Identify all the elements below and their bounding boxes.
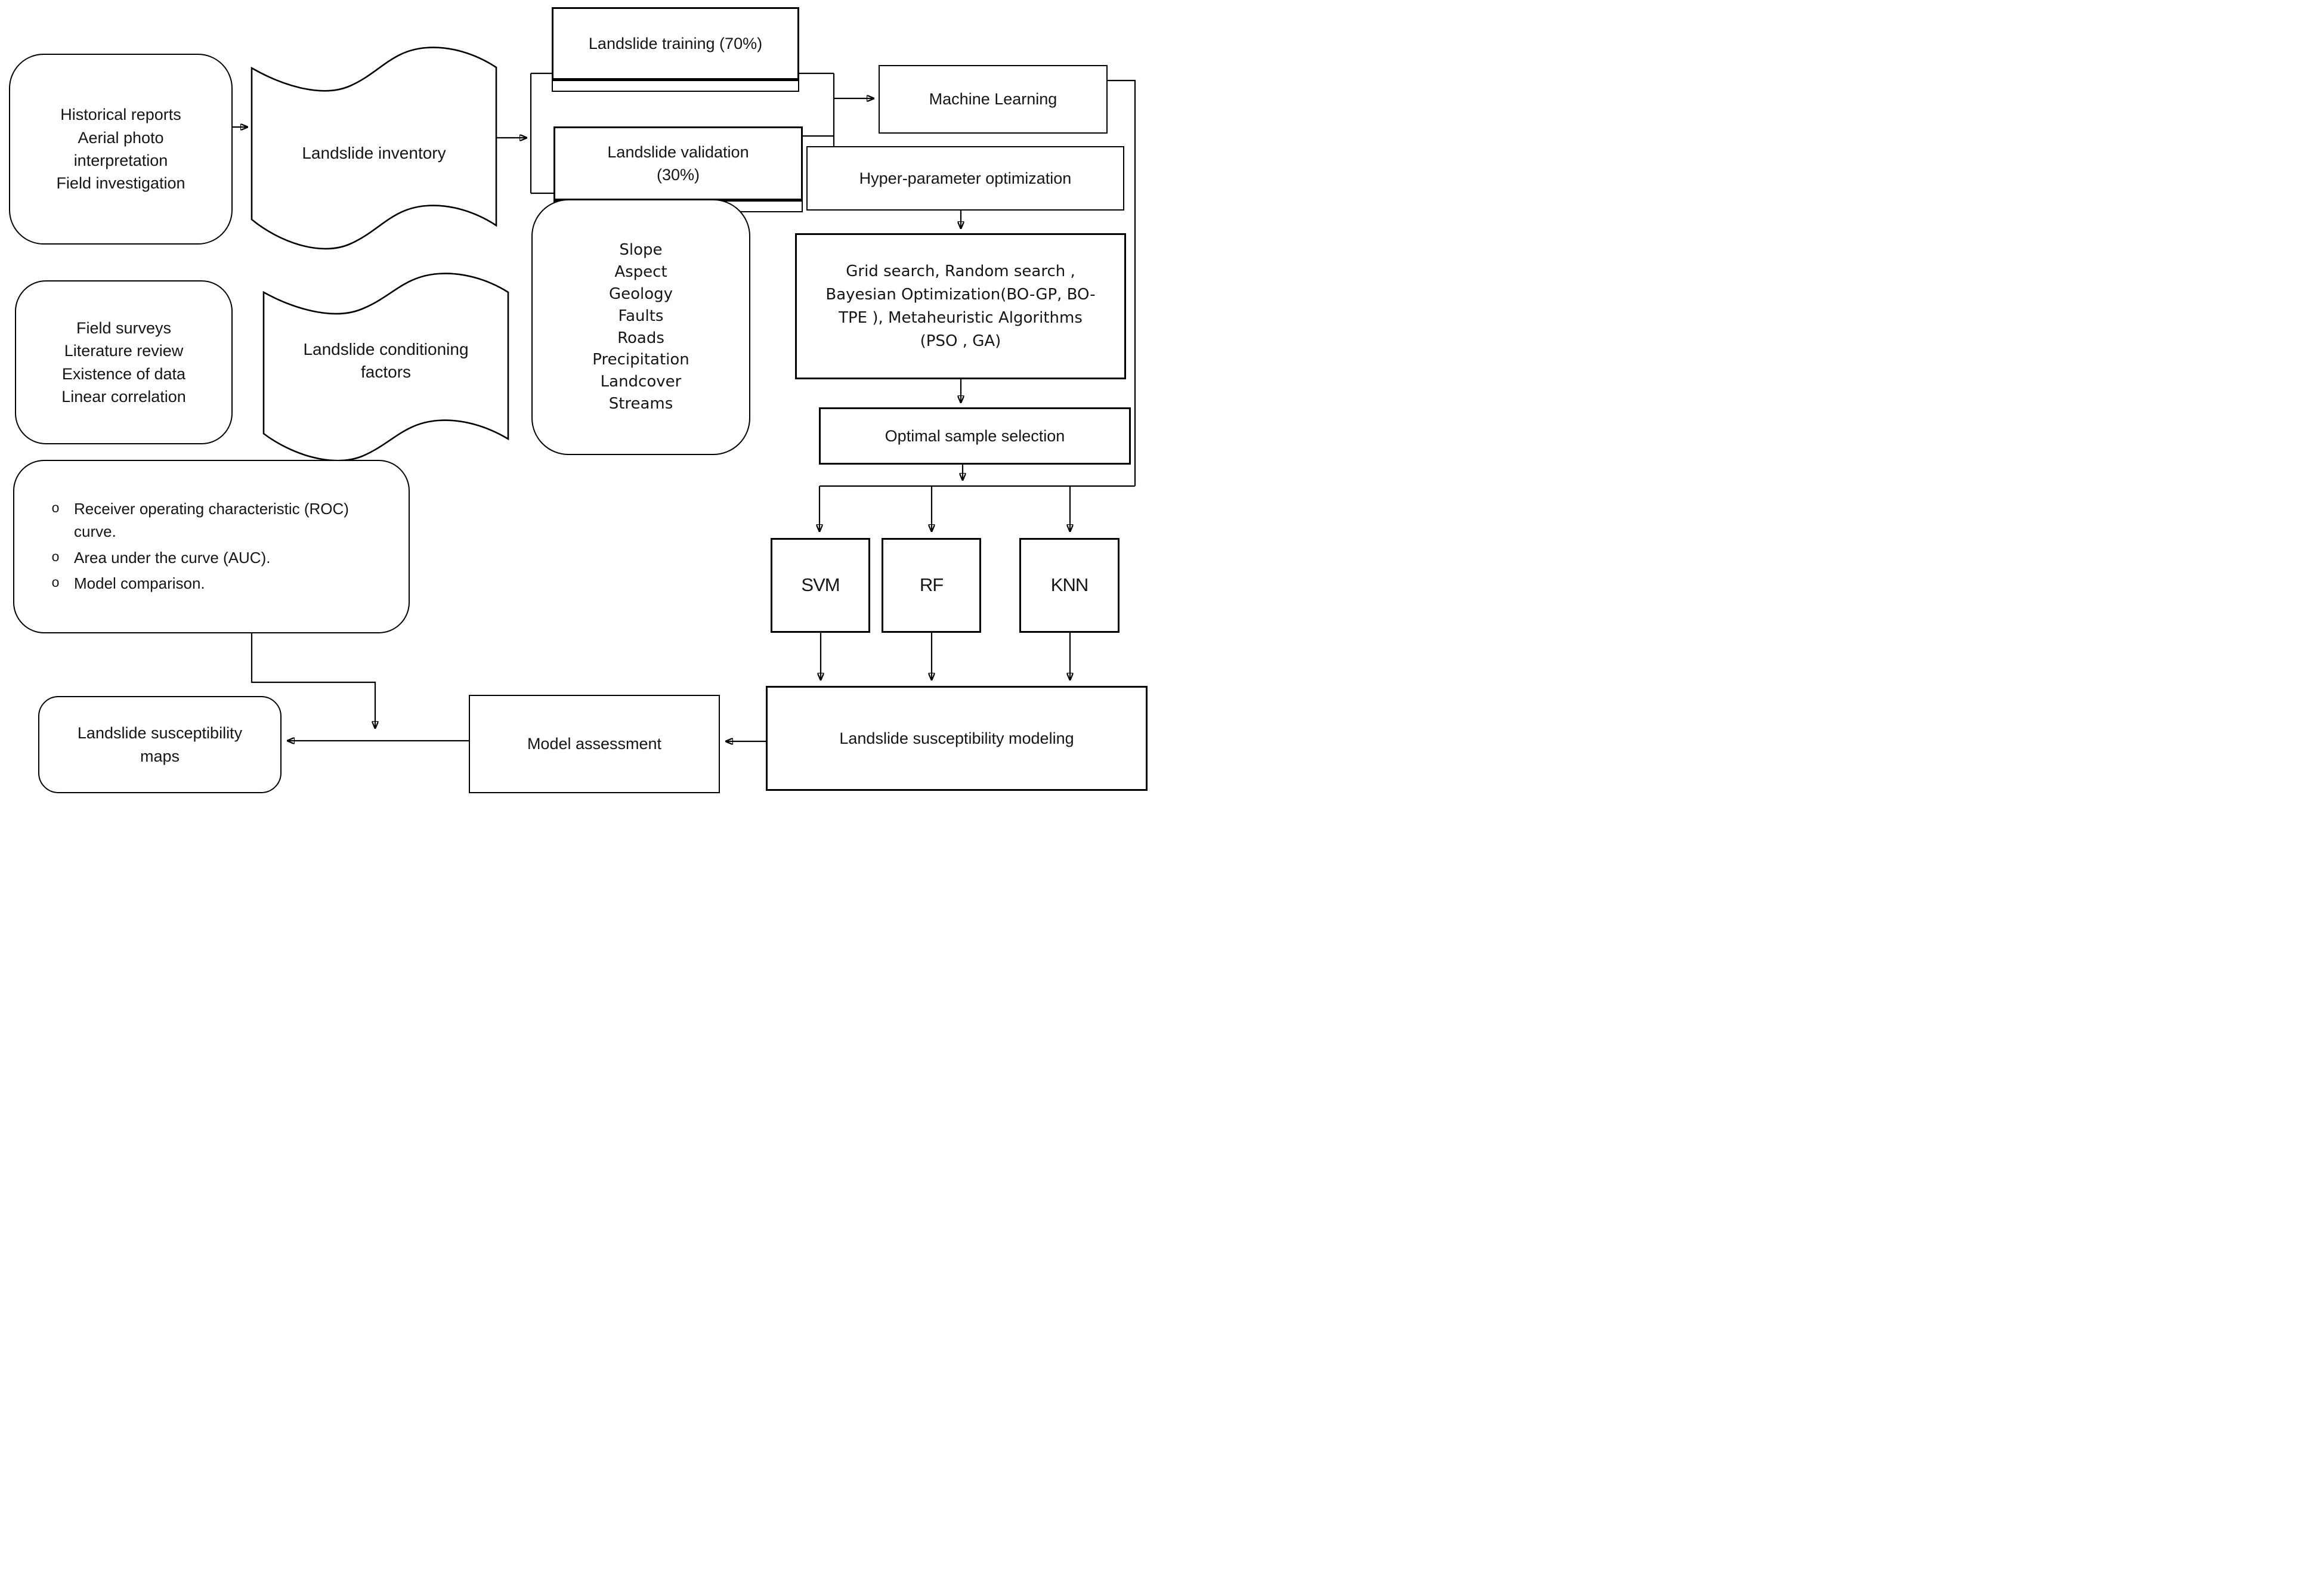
historical-line: interpretation [73,151,168,169]
landslide-training-box: Landslide training (70%) [552,7,799,80]
conditioning-line: Landslide conditioning [303,340,469,358]
factor-item: Slope [619,240,663,259]
rf-box: RF [882,538,981,633]
factor-item: Precipitation [592,351,689,369]
historical-line: Aerial photo [78,128,164,147]
historical-line: Historical reports [60,106,181,124]
machine-learning-box: Machine Learning [879,65,1108,134]
grid-search-line: Grid search, Random search , [846,262,1075,280]
knn-box: KNN [1019,538,1120,633]
historical-data-sources-box: Historical reports Aerial photo interpre… [9,54,233,245]
field-surveys-line: Linear correlation [61,387,186,406]
assessment-label: Model assessment [527,735,662,753]
bullet-icon: o [51,548,60,564]
conditioning-label: Landslide conditioning factors [264,338,508,383]
maps-line: maps [140,747,180,765]
evaluation-item-text: Area under the curve (AUC). [74,548,271,567]
field-surveys-line: Literature review [64,342,184,360]
landslide-conditioning-factors-flag: Landslide conditioning factors [262,273,509,463]
field-surveys-box: Field surveys Literature review Existenc… [15,280,233,444]
historical-line: Field investigation [56,174,185,193]
evaluation-item-text: Receiver operating characteristic (ROC) … [74,500,349,540]
training-label: Landslide training (70%) [588,34,763,52]
optimal-sample-selection-box: Optimal sample selection [819,407,1131,465]
modeling-label: Landslide susceptibility modeling [839,729,1074,747]
validation-line: Landslide validation [607,143,749,161]
evaluation-item-text: Model comparison. [74,574,205,593]
conditioning-factor-list-box: Slope Aspect Geology Faults Roads Precip… [531,199,750,455]
svm-box: SVM [771,538,870,633]
svm-label: SVM [801,574,840,596]
factor-item: Aspect [614,262,667,281]
field-surveys-line: Field surveys [76,318,172,337]
bullet-icon: o [51,500,60,516]
factor-item: Roads [617,329,664,347]
landslide-validation-box: Landslide validation (30%) [553,126,803,200]
field-surveys-line: Existence of data [61,364,186,383]
validation-line: (30%) [656,166,700,184]
optimal-label: Optimal sample selection [885,426,1065,445]
hyperparameter-label: Hyper-parameter optimization [859,169,1072,187]
factor-item: Streams [608,395,673,413]
rf-label: RF [919,574,944,596]
wave-shape [251,47,497,250]
factor-item: Landcover [600,373,682,391]
inventory-label: Landslide inventory [302,144,446,162]
grid-search-line: Bayesian Optimization(BO-GP, BO- [825,285,1096,304]
grid-search-line: TPE ), Metaheuristic Algorithms [839,308,1083,327]
optimization-methods-box: Grid search, Random search , Bayesian Op… [795,233,1126,379]
flowchart-canvas: Historical reports Aerial photo interpre… [0,0,1154,798]
factor-item: Geology [608,284,673,303]
factor-item: Faults [618,307,664,325]
knn-label: KNN [1050,574,1088,596]
bullet-icon: o [51,574,60,590]
evaluation-item: o Receiver operating characteristic (ROC… [37,498,391,543]
machine-learning-label: Machine Learning [929,90,1057,109]
training-box-shadow-strip [552,80,799,92]
hyperparameter-optimization-box: Hyper-parameter optimization [806,146,1124,211]
landslide-inventory-flag: Landslide inventory [251,47,497,252]
evaluation-item: o Area under the curve (AUC). [37,547,391,570]
wave-shape [262,273,509,462]
model-evaluation-criteria-box: o Receiver operating characteristic (ROC… [13,460,410,633]
model-assessment-box: Model assessment [469,695,720,793]
grid-search-line: (PSO , GA) [920,332,1001,350]
evaluation-item: o Model comparison. [37,573,391,595]
split-bracket [530,72,553,194]
landslide-susceptibility-maps-box: Landslide susceptibility maps [38,696,282,793]
maps-line: Landslide susceptibility [77,724,243,743]
conditioning-line: factors [360,362,412,381]
landslide-susceptibility-modeling-box: Landslide susceptibility modeling [766,686,1148,791]
